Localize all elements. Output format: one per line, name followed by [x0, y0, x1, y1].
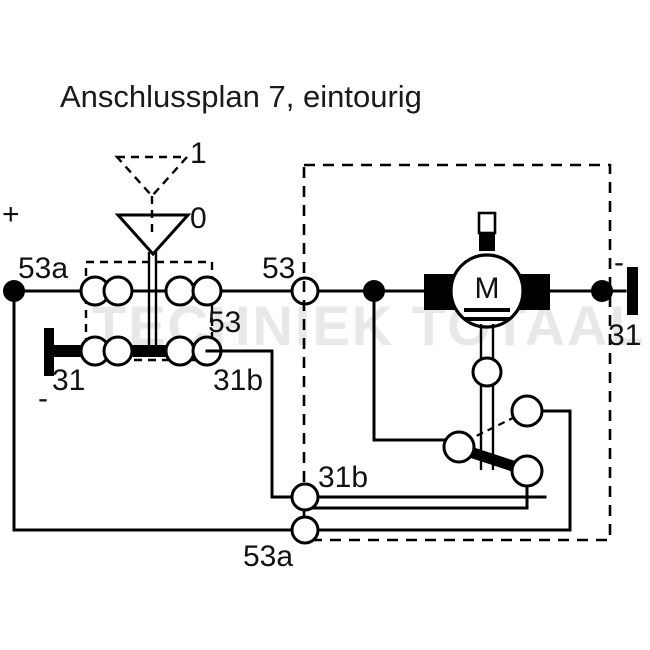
- ground-bar-right: [627, 267, 638, 315]
- shaft-cam-circle: [471, 356, 503, 388]
- contact-31b-in: [164, 335, 196, 367]
- wire-31b-to-bottom: [205, 349, 307, 499]
- contact-31-out: [102, 335, 134, 367]
- terminal-53a-left-label: 53a: [18, 252, 68, 285]
- terminal-31b-bottom-label: 31b: [318, 461, 368, 494]
- wire-cam-open-to-bottom: [540, 409, 572, 532]
- switch-position-0-label: 0: [190, 202, 207, 235]
- cam-contact-open: [510, 394, 544, 428]
- switch-position-1-label: 1: [190, 137, 207, 170]
- contact-53a-out: [102, 275, 134, 307]
- cam-mechanical-link: [465, 414, 520, 442]
- terminal-31-left-label: 31: [52, 364, 85, 397]
- switch-contact-block-outline: [84, 260, 214, 362]
- wiper-motor-symbol: M: [424, 211, 550, 329]
- switch-position-0-symbol: [114, 213, 192, 257]
- terminal-31b-switch-label: 31b: [213, 364, 263, 397]
- motor-dc-bar-1: [464, 308, 510, 312]
- diagram-title: Anschlussplan 7, eintourig: [60, 79, 422, 114]
- contact-53-in: [164, 275, 196, 307]
- motor-assembly-outline: [302, 163, 612, 542]
- contact-53-out: [191, 275, 223, 307]
- switch-actuator-rod: [147, 252, 158, 355]
- supply-plus-label: +: [2, 198, 20, 231]
- cam-switch-pivot: [442, 430, 476, 464]
- terminal-53a-bottom: [290, 515, 320, 545]
- cam-contact-closed: [510, 454, 544, 488]
- terminal-53-inner-label: 53: [208, 306, 241, 339]
- terminal-53a-bottom-label: 53a: [243, 540, 293, 573]
- motor-label: M: [475, 272, 500, 305]
- supply-minus-right-label: -: [614, 246, 624, 279]
- motor-indicator-bottom: [479, 233, 495, 251]
- motor-dc-bar-2: [464, 317, 510, 321]
- ground-bar-left: [44, 328, 54, 376]
- junction-ground-right: [591, 280, 613, 302]
- motor-shaft: [471, 324, 503, 470]
- supply-minus-left-label: -: [38, 382, 48, 415]
- terminal-53-top-label: 53: [262, 252, 295, 285]
- switch-position-1-symbol: [114, 155, 190, 232]
- terminal-31b-bottom: [290, 482, 320, 512]
- wire-cam-closed-to-31b: [303, 484, 529, 510]
- terminal-31-right-label: 31: [608, 319, 641, 352]
- motor-indicator-top: [477, 211, 497, 235]
